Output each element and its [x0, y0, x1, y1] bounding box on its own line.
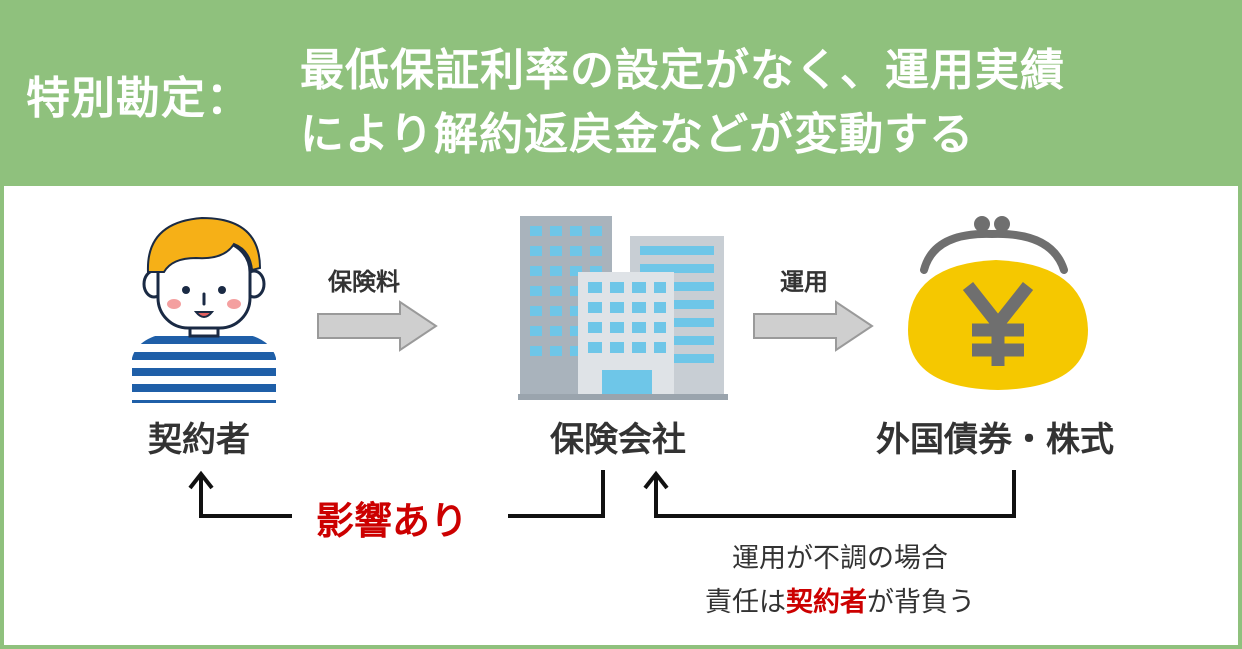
note-line-1: 運用が不調の場合 [732, 543, 948, 574]
note-prefix: 責任は [705, 587, 786, 618]
note-line-2: 責任は契約者が背負う [640, 580, 1040, 619]
header-label: 特別勘定： [26, 73, 251, 124]
note-emphasis: 契約者 [786, 587, 867, 618]
investment-arrow-icon [753, 300, 874, 352]
insurer-label: 保険会社 [550, 420, 686, 460]
header-banner: 特別勘定： 最低保証利率の設定がなく、運用実績 により解約返戻金などが変動する [0, 0, 1242, 186]
office-buildings-icon [518, 216, 728, 400]
header-line-1: 最低保証利率の設定がなく、運用実績 [300, 45, 1065, 96]
premium-arrow-icon [317, 300, 438, 352]
investments-label: 外国債券・株式 [876, 420, 1114, 460]
influence-label: 影響あり [316, 499, 469, 543]
note-suffix: が背負う [867, 587, 975, 618]
header-line-2: により解約返戻金などが変動する [300, 109, 975, 160]
contractor-label: 契約者 [148, 420, 250, 460]
premium-label: 保険料 [328, 268, 400, 296]
coin-purse-icon [908, 216, 1088, 390]
person-icon [132, 216, 276, 403]
investment-label: 運用 [780, 268, 828, 296]
